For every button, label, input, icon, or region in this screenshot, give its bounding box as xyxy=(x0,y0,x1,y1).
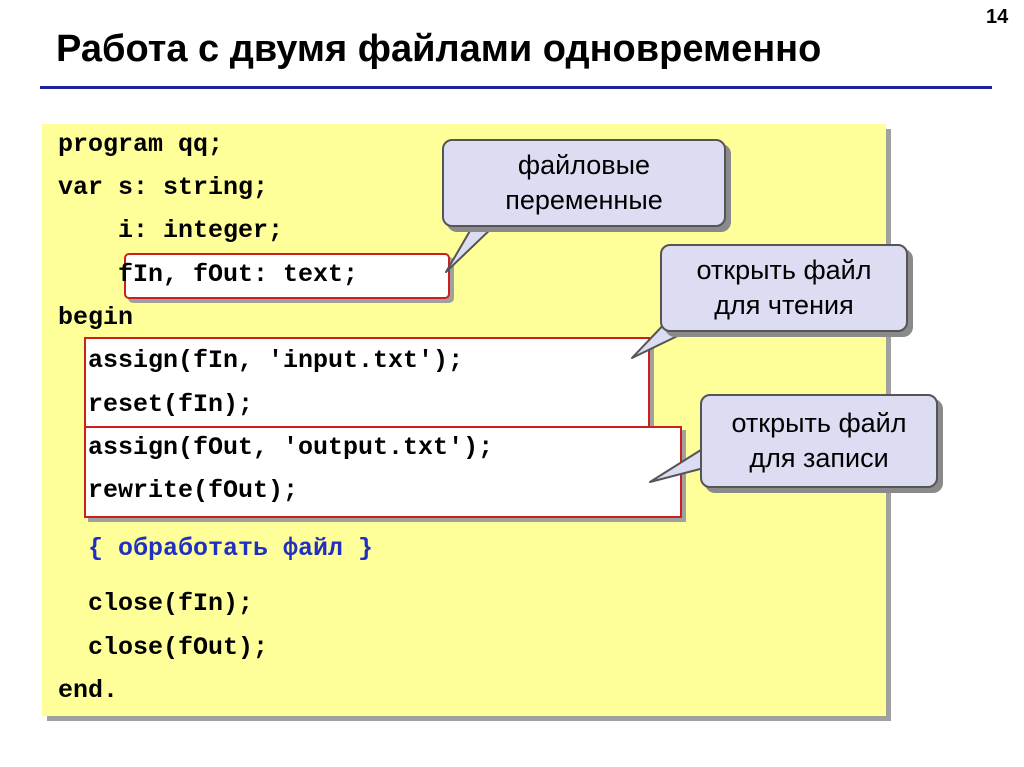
code-line: rewrite(fOut); xyxy=(58,476,299,505)
highlight-open-write xyxy=(84,426,682,518)
callout-text: переменные xyxy=(505,185,663,215)
callout-text: файловые xyxy=(517,150,651,180)
code-line: assign(fOut, 'output.txt'); xyxy=(58,433,494,462)
callout-text: для чтения xyxy=(714,290,854,320)
callout-text: для записи xyxy=(749,443,889,473)
pointer-file-vars xyxy=(445,223,497,273)
code-line: assign(fIn, 'input.txt'); xyxy=(58,346,464,375)
callout-text: открыть файл xyxy=(696,255,872,285)
highlight-open-read xyxy=(84,337,650,431)
code-line: begin xyxy=(58,303,134,332)
highlight-file-vars xyxy=(124,253,450,299)
code-line: reset(fIn); xyxy=(58,390,254,419)
callout-file-variables: файловые переменные xyxy=(442,139,726,227)
code-line: end. xyxy=(58,676,119,705)
slide-title: Работа с двумя файлами одновременно xyxy=(56,28,822,70)
code-comment: { обработать файл } xyxy=(58,534,374,563)
code-line: i: integer; xyxy=(58,216,284,245)
code-line: close(fOut); xyxy=(58,633,269,662)
callout-text: открыть файл xyxy=(731,408,907,438)
slide-number: 14 xyxy=(986,6,1009,28)
callout-open-for-reading: открыть файл для чтения xyxy=(660,244,908,332)
title-rule xyxy=(40,86,992,89)
code-line: close(fIn); xyxy=(58,589,254,618)
code-line: fIn, fOut: text; xyxy=(58,260,359,289)
callout-open-for-writing: открыть файл для записи xyxy=(700,394,938,488)
code-line: var s: string; xyxy=(58,173,269,202)
pointer-open-write xyxy=(649,447,705,483)
code-line: program qq; xyxy=(58,130,224,159)
